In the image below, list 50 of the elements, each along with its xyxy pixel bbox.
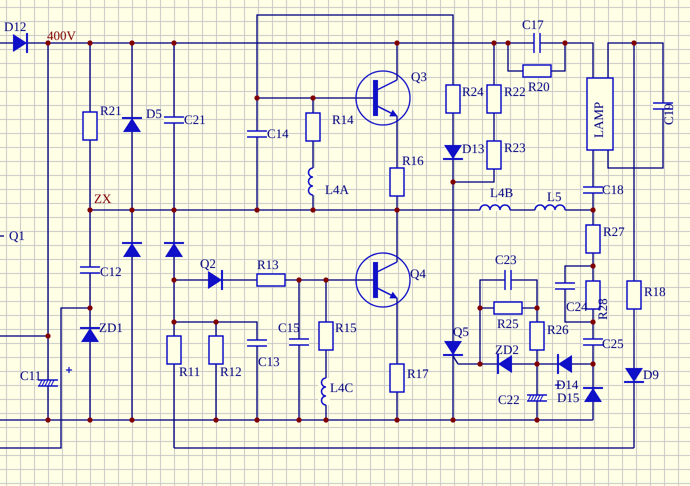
net-label: ZX <box>94 192 112 206</box>
component-label: C23 <box>495 253 517 267</box>
component-label: R13 <box>257 258 279 272</box>
component-label: Q5 <box>453 325 469 339</box>
component-label: LAMP <box>592 102 606 138</box>
component-label: R27 <box>603 225 625 239</box>
component-label: L4A <box>325 183 349 197</box>
component-label: C21 <box>184 113 206 127</box>
component-label: R11 <box>179 365 200 379</box>
component-label: R24 <box>462 85 484 99</box>
component-label: Q2 <box>200 257 216 271</box>
component-label: L5 <box>547 190 562 204</box>
component-label: R22 <box>504 85 526 99</box>
component-label: D5 <box>146 107 162 121</box>
component-label: C13 <box>258 355 280 369</box>
component-label: C18 <box>602 183 624 197</box>
component-label: R21 <box>100 104 122 118</box>
component-label: ZD2 <box>495 343 519 357</box>
component-label: R26 <box>547 323 569 337</box>
component-label: R20 <box>528 80 550 94</box>
component-label: R14 <box>332 113 354 127</box>
component-label: R12 <box>220 365 242 379</box>
component-label: L4B <box>490 186 514 200</box>
component-label: ZD1 <box>99 321 123 335</box>
component-label: L4C <box>330 381 354 395</box>
component-label: D15 <box>557 391 580 405</box>
component-label: C22 <box>498 393 520 407</box>
component-label: R28 <box>596 298 610 320</box>
component-label: C15 <box>278 321 300 335</box>
component-label: D9 <box>643 368 659 382</box>
component-label: R15 <box>335 321 357 335</box>
component-label: Q3 <box>411 70 427 84</box>
component-label: C11 <box>20 369 42 383</box>
component-label: C19 <box>662 103 676 125</box>
component-label: Q4 <box>410 267 426 281</box>
component-label: C25 <box>602 337 624 351</box>
component-label: D12 <box>4 20 26 34</box>
component-label: C12 <box>100 265 122 279</box>
component-label: C17 <box>522 18 544 32</box>
component-label: C24 <box>566 300 588 314</box>
component-label: R23 <box>504 141 526 155</box>
component-label: R18 <box>644 285 666 299</box>
component-label: D13 <box>462 142 484 156</box>
component-label: R17 <box>407 367 429 381</box>
component-label: R16 <box>402 154 424 168</box>
component-label: R25 <box>497 317 519 331</box>
net-label: 400V <box>47 29 76 43</box>
component-label: C14 <box>267 127 289 141</box>
component-label: D14 <box>556 378 578 392</box>
component-label: Q1 <box>9 229 25 243</box>
